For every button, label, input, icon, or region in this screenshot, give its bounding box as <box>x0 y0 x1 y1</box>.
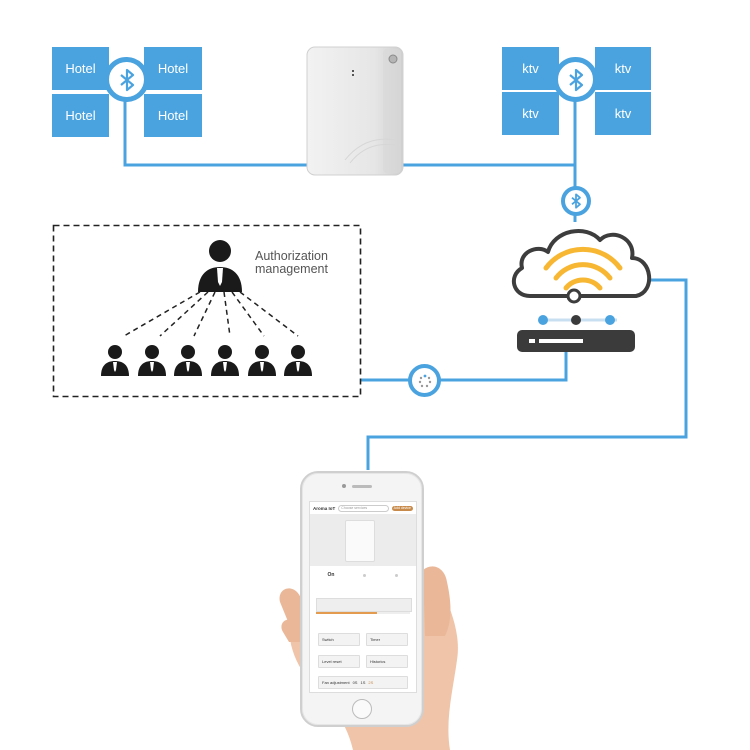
timer-label: Timer <box>370 637 381 642</box>
hotel-to-diffuser-line <box>123 100 320 167</box>
progress-bar-fill <box>316 612 378 614</box>
fan-option-2s[interactable]: 2S <box>368 680 374 685</box>
search-input[interactable]: Choose services <box>338 505 389 512</box>
phone-camera <box>342 484 346 488</box>
phone-screen: Aroma IoT Choose services Add device On … <box>309 501 417 693</box>
progress-bar-track <box>316 612 410 614</box>
hotel-box-4: Hotel <box>144 94 202 137</box>
level-reset-label: Level reset <box>322 659 342 664</box>
device-thumbnail <box>345 520 375 562</box>
app-header: Aroma IoT Choose services Add device <box>313 505 413 512</box>
ktv-box-1: ktv <box>502 47 559 90</box>
status-dot-icon <box>363 573 367 577</box>
authorization-label-line2: management <box>255 262 328 276</box>
ktv-box-2: ktv <box>595 47 651 90</box>
cloud-bluetooth-icon <box>561 186 591 216</box>
user-icon <box>248 345 276 376</box>
admin-person-icon <box>198 240 242 292</box>
app-title: Aroma IoT <box>313 506 336 511</box>
authorization-label-line1: Authorization <box>255 249 328 263</box>
ktv-box-3: ktv <box>502 92 559 135</box>
hotel-bluetooth-icon <box>104 57 149 102</box>
add-device-button[interactable]: Add device <box>391 506 413 511</box>
user-icon <box>101 345 129 376</box>
level-reset-tile[interactable]: Level reset <box>318 655 360 668</box>
network-connector-icon <box>408 364 441 397</box>
aroma-diffuser-device <box>306 46 404 176</box>
hotel-box-1: Hotel <box>52 47 109 90</box>
status-dot-icon <box>395 573 399 577</box>
user-icon <box>211 345 239 376</box>
status-on: On <box>327 572 335 578</box>
user-icon <box>284 345 312 376</box>
status-row: On <box>313 572 413 578</box>
router-icon <box>517 315 635 352</box>
smartphone: Aroma IoT Choose services Add device On … <box>300 471 424 727</box>
authorization-label: Authorization management <box>255 250 328 276</box>
timer-tile[interactable]: Timer <box>366 633 408 646</box>
fan-adjustment-label: Fan adjustment <box>322 680 350 685</box>
hotel-box-3: Hotel <box>52 94 109 137</box>
info-bar <box>316 598 412 612</box>
authorization-panel <box>52 224 362 398</box>
ktv-box-4: ktv <box>595 92 651 135</box>
fan-option-1s[interactable]: 1S <box>360 680 366 685</box>
home-button[interactable] <box>352 699 372 719</box>
fan-option-0s[interactable]: 0S <box>352 680 358 685</box>
cloud-wifi-icon <box>511 229 652 304</box>
device-image-area <box>310 514 416 566</box>
phone-speaker <box>352 485 372 488</box>
cloud-to-phone-line <box>366 278 688 470</box>
historics-label: Historics <box>370 659 386 664</box>
historics-tile[interactable]: Historics <box>366 655 408 668</box>
switch-tile[interactable]: Switch <box>318 633 360 646</box>
user-icons <box>101 345 312 376</box>
fan-adjustment-row[interactable]: Fan adjustment 0S 1S 2S <box>318 676 408 689</box>
hotel-box-2: Hotel <box>144 47 202 90</box>
user-icon <box>138 345 166 376</box>
switch-label: Switch <box>322 637 334 642</box>
user-icon <box>174 345 202 376</box>
ktv-bluetooth-icon <box>553 57 598 102</box>
